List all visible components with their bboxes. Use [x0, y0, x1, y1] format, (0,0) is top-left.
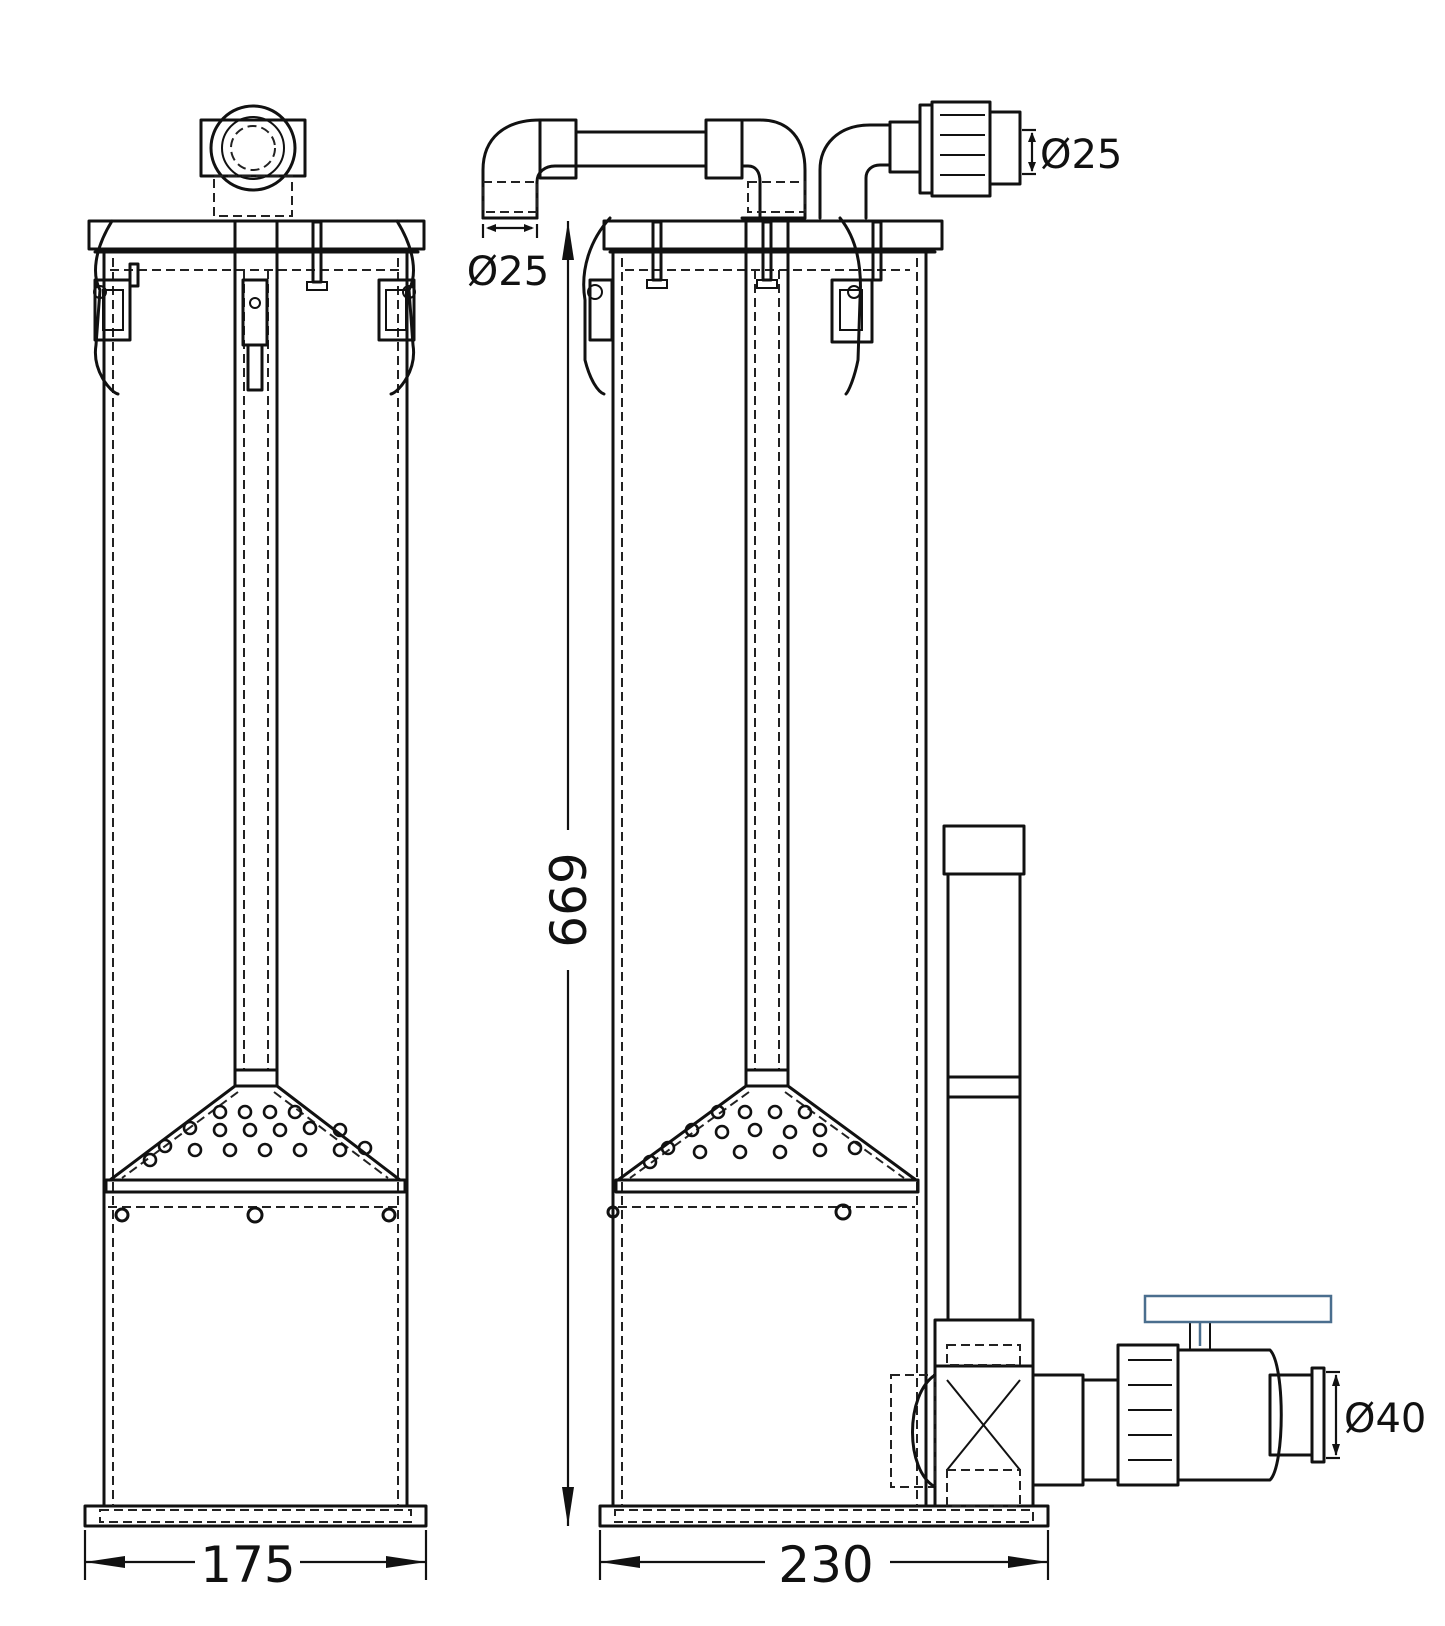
front-diffuser-holes	[142, 1104, 373, 1168]
dimension-pipe-top	[1022, 128, 1036, 176]
dimension-width-side	[598, 1530, 1050, 1580]
side-view	[481, 100, 1333, 1528]
valve-handle	[1143, 1294, 1333, 1324]
ball-valve	[1081, 1294, 1333, 1487]
dimension-outlet	[1326, 1370, 1340, 1460]
front-right-clamp	[377, 219, 416, 396]
dim-label-230: 230	[778, 1536, 873, 1594]
tee-fitting	[890, 1318, 1085, 1508]
front-left-clamp	[93, 219, 132, 396]
dim-label-669: 669	[540, 852, 598, 947]
side-right-clamp	[830, 216, 874, 396]
dim-label-pipe-top: Ø25	[1040, 132, 1122, 178]
dimension-width-front	[83, 1530, 428, 1580]
dimension-pipe-left	[481, 224, 539, 238]
dim-label-pipe-left: Ø25	[467, 249, 549, 295]
top-right-elbow-union	[818, 100, 1022, 220]
side-diffuser-holes	[642, 1104, 863, 1170]
front-view	[83, 104, 428, 1528]
dim-label-outlet: Ø40	[1344, 1396, 1426, 1442]
dim-label-175: 175	[200, 1536, 295, 1594]
outlet-standpipe	[942, 824, 1026, 1322]
dimension-height	[562, 221, 574, 1526]
side-left-clamp	[582, 216, 614, 396]
top-elbow-pipe	[481, 118, 807, 220]
